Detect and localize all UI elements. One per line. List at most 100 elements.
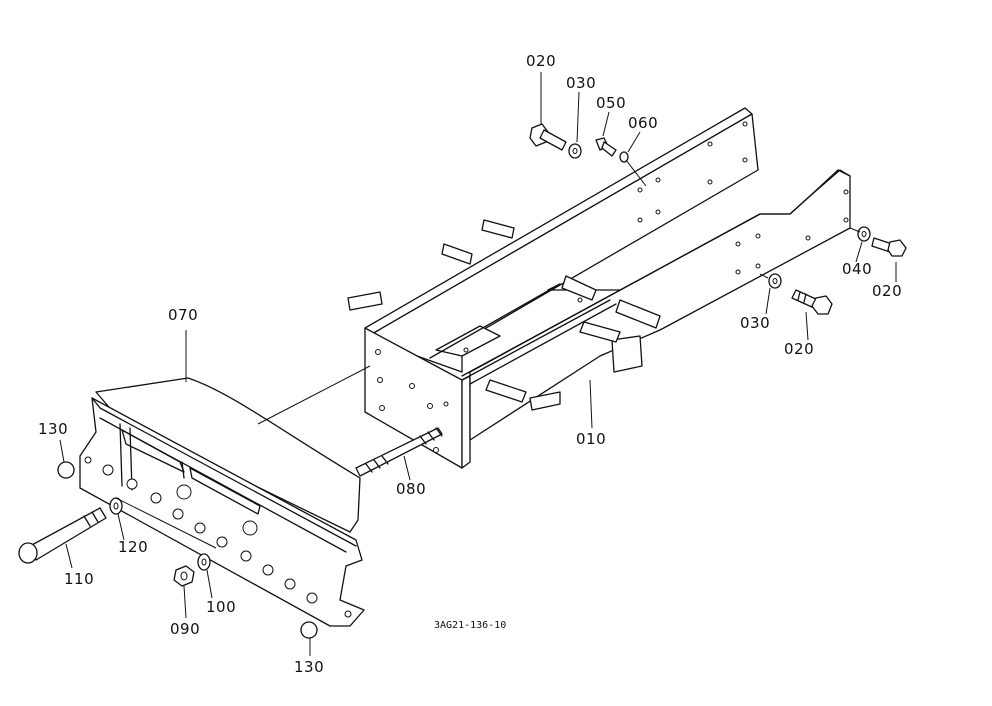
bumper-window-2 <box>189 467 261 515</box>
washer-060 <box>619 151 629 163</box>
hole <box>194 522 206 534</box>
hole <box>805 235 811 241</box>
hole <box>377 377 383 383</box>
callout-100: 100 <box>206 598 237 616</box>
callout-040: 040 <box>842 260 873 278</box>
thread <box>83 515 91 527</box>
tie-rod-edge <box>469 303 617 385</box>
bolt-050 <box>595 137 617 157</box>
thread <box>91 511 99 523</box>
leader-080 <box>403 455 411 481</box>
washer-shape <box>619 151 629 163</box>
hole <box>379 405 385 411</box>
bumper-boss <box>176 484 192 500</box>
bolt-110 <box>18 507 107 564</box>
callout-030-top: 030 <box>566 74 597 92</box>
hole <box>84 456 92 464</box>
leader-010 <box>589 379 593 429</box>
leader-120 <box>117 513 125 541</box>
callout-080: 080 <box>396 480 427 498</box>
leader-030-mid <box>765 287 771 315</box>
main-frame-010 <box>347 107 851 469</box>
callout-060: 060 <box>628 114 659 132</box>
bumper-top-plate <box>95 377 361 533</box>
hole <box>463 347 469 353</box>
bolt-020-top <box>529 123 567 151</box>
leader-090 <box>183 585 187 619</box>
bracket-6 <box>485 379 527 403</box>
hole <box>216 536 228 548</box>
thread <box>435 427 443 437</box>
tie-rod <box>461 299 611 381</box>
hole <box>655 209 661 215</box>
thread <box>797 291 801 301</box>
leader-bolt-axis <box>115 497 217 549</box>
callout-110: 110 <box>64 570 95 588</box>
hole <box>637 187 643 193</box>
hole <box>150 492 162 504</box>
callout-030-mid: 030 <box>740 314 771 332</box>
washer-030-mid <box>768 273 782 289</box>
thread <box>365 463 373 473</box>
leader-lines <box>59 72 897 656</box>
callout-020-right: 020 <box>872 282 903 300</box>
hole <box>707 179 713 185</box>
leader-080-axis <box>257 365 371 425</box>
washer-hole <box>861 231 867 237</box>
leader-110 <box>65 543 73 569</box>
thread <box>803 293 807 303</box>
hole <box>637 217 643 223</box>
bolt-020-right <box>871 237 907 257</box>
bolt-head <box>811 295 833 315</box>
washer-hole <box>201 558 207 566</box>
leader-040 <box>855 241 863 263</box>
leader-130-left <box>59 439 65 463</box>
hole <box>344 610 352 618</box>
leader-040-rail <box>849 227 861 233</box>
bracket-3 <box>481 219 515 239</box>
washer-030-top <box>568 143 582 159</box>
cap-130-left <box>57 461 75 479</box>
hole <box>735 269 741 275</box>
callout-010: 010 <box>576 430 607 448</box>
cap-shape <box>57 461 75 479</box>
washer-hole <box>572 148 578 154</box>
callout-070: 070 <box>168 306 199 324</box>
callout-130-bottom: 130 <box>294 658 325 676</box>
thread <box>427 431 435 441</box>
hole <box>284 578 296 590</box>
bumper-beam-face <box>79 397 365 627</box>
bumper-rib <box>119 423 123 487</box>
washer-hole <box>113 502 119 510</box>
thread <box>373 459 381 469</box>
callout-120: 120 <box>118 538 149 556</box>
washer-hole <box>772 278 778 284</box>
washer-120 <box>109 497 123 515</box>
hole <box>655 177 661 183</box>
hole <box>755 233 761 239</box>
hole <box>843 189 849 195</box>
hole <box>306 592 318 604</box>
hole <box>755 263 761 269</box>
hole <box>102 464 114 476</box>
cross-member-line <box>429 283 561 359</box>
leader-020-mid <box>805 311 809 341</box>
cap-shape <box>300 621 318 639</box>
hole <box>172 508 184 520</box>
bumper-beam-edge <box>91 397 357 547</box>
bracket-4 <box>615 299 661 329</box>
hole <box>409 383 415 389</box>
floor-plate <box>435 325 501 357</box>
bumper-window-1 <box>121 429 185 473</box>
bracket-2 <box>441 243 473 265</box>
bracket-1 <box>347 291 383 311</box>
hole <box>843 217 849 223</box>
hole <box>427 403 433 409</box>
bolt-head <box>887 239 907 257</box>
leader-060 <box>627 131 641 153</box>
leader-030-mid-rail <box>759 273 769 279</box>
cap-130-bottom <box>300 621 318 639</box>
callout-020-mid: 020 <box>784 340 815 358</box>
